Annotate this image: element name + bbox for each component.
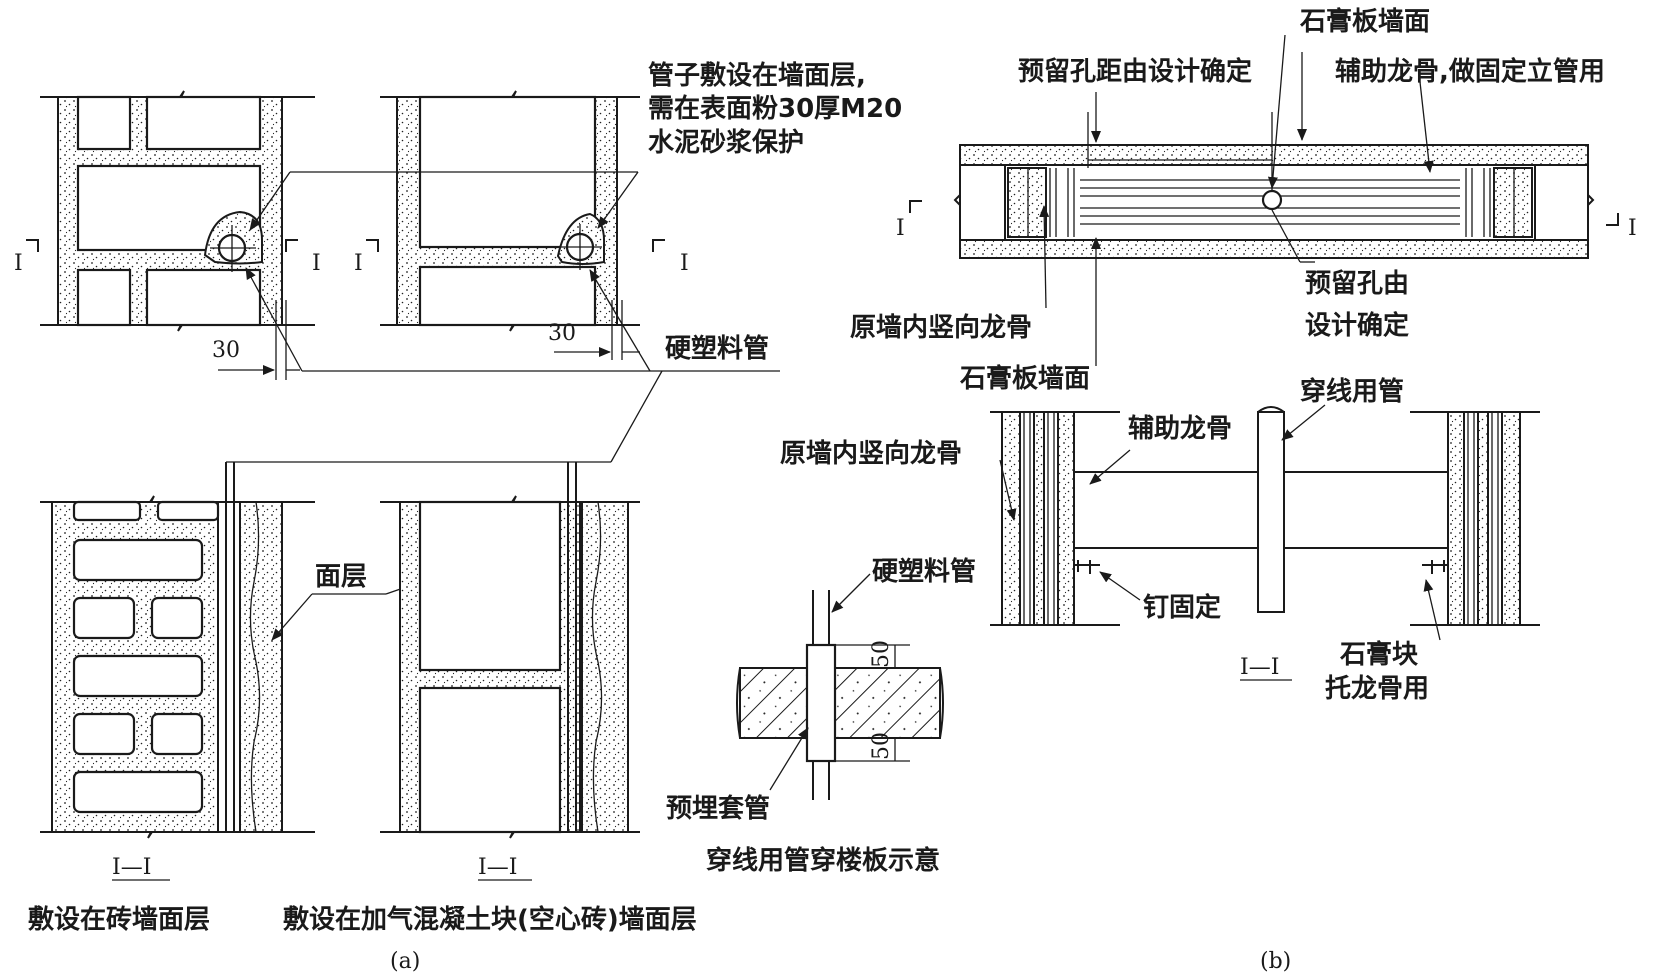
leaders-b-top xyxy=(1039,34,1434,366)
orig-stud-mid-label: 原墙内竖向龙骨 xyxy=(780,438,962,469)
dimension-30-b: 30 xyxy=(548,300,640,360)
embedded-sleeve-label: 预埋套管 xyxy=(666,794,770,824)
aac-wall-section xyxy=(380,462,640,839)
floor-caption: 穿线用管穿楼板示意 xyxy=(706,845,940,876)
surface-layer-label: 面层 xyxy=(315,562,367,592)
orig-stud-top-label: 原墙内竖向龙骨 xyxy=(850,312,1032,343)
leaders-b-bottom xyxy=(999,404,1441,641)
aux-stud-mid-label: 辅助龙骨 xyxy=(1128,414,1232,444)
dim-50-bottom: 50 xyxy=(869,732,894,760)
reserved-hole-line-2: 设计确定 xyxy=(1305,310,1409,341)
svg-text:30: 30 xyxy=(548,321,576,346)
leader-lines-a xyxy=(226,171,780,463)
svg-text:I: I xyxy=(312,251,321,276)
gypsum-wall-section xyxy=(990,406,1540,626)
gypsum-block-line-1: 石膏块 xyxy=(1339,639,1418,670)
reserved-hole-line-1: 预留孔由 xyxy=(1305,269,1409,299)
floor-slab-detail: 50 50 xyxy=(736,573,944,800)
svg-text:30: 30 xyxy=(212,338,240,363)
caption-brick: 敷设在砖墙面层 xyxy=(28,904,210,935)
nail-fix-label: 钉固定 xyxy=(1143,592,1221,623)
section-ii-aac: I—I xyxy=(478,855,517,880)
svg-text:I: I xyxy=(354,251,363,276)
caption-aac: 敷设在加气混凝土块(空心砖)墙面层 xyxy=(283,904,697,935)
brick-wall-plan xyxy=(40,90,315,332)
gypsum-wall-plan xyxy=(953,112,1595,259)
gypsum-wall-top-label: 石膏板墙面 xyxy=(1299,6,1430,37)
pipe-note-line-3: 水泥砂浆保护 xyxy=(648,127,804,158)
svg-text:I: I xyxy=(1628,216,1637,241)
pipe-note-line-2: 需在表面粉30厚M20 xyxy=(648,94,902,124)
rigid-pipe-label-2: 硬塑料管 xyxy=(872,557,976,587)
brick-wall-section xyxy=(40,462,315,839)
aux-stud-top-label: 辅助龙骨,做固定立管用 xyxy=(1335,56,1605,87)
section-mark-left-1: I I xyxy=(14,239,321,276)
wire-pipe-label: 穿线用管 xyxy=(1300,376,1404,407)
svg-text:I: I xyxy=(680,251,689,276)
gypsum-block-line-2: 托龙骨用 xyxy=(1325,674,1429,704)
dim-50-top: 50 xyxy=(869,640,894,668)
rigid-pipe-label: 硬塑料管 xyxy=(665,334,769,364)
gypsum-wall-mid-label: 石膏板墙面 xyxy=(959,363,1090,394)
section-mark-left-2: I I xyxy=(354,239,689,276)
section-ii-brick: I—I xyxy=(112,855,151,880)
dimension-30-a: 30 xyxy=(212,300,300,380)
svg-text:I: I xyxy=(14,251,23,276)
svg-text:I: I xyxy=(896,216,905,241)
part-b-label: (b) xyxy=(1260,949,1291,974)
pipe-note-line-1: 管子敷设在墙面层, xyxy=(648,60,866,91)
section-mark-right: I I xyxy=(896,200,1637,241)
aac-wall-plan xyxy=(380,90,640,332)
section-ii-gypsum: I—I xyxy=(1240,655,1279,680)
part-a-label: (a) xyxy=(390,949,420,974)
hole-spacing-label: 预留孔距由设计确定 xyxy=(1018,56,1252,87)
